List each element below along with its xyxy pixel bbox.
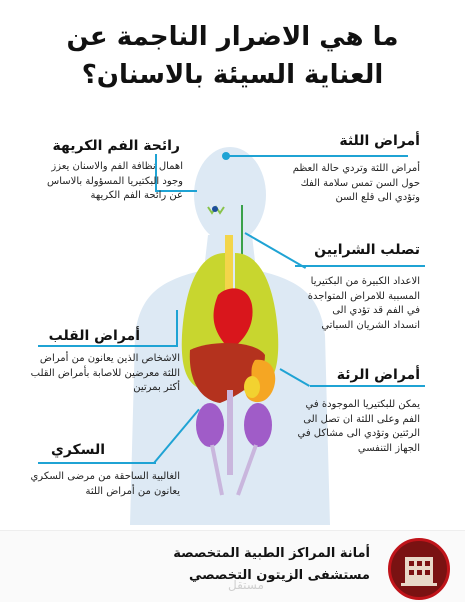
connector-gum [228,155,408,157]
diabetes-heading: السكري [51,442,105,458]
heart-disease-line-3: أكثر بمرتين [133,382,180,393]
diabetes-description: الغالبية الساحقة من مرضى السكري يعانون م… [5,470,180,499]
diabetes-line-1: الغالبية الساحقة من مرضى السكري [30,471,180,482]
organization-name: أمانة المراكز الطبية المتخصصة [173,546,370,561]
left-kidney-shape [196,403,224,447]
hospital-building-icon [401,557,437,586]
bad-breath-line-1: اهمال نظافة الفم والاسنان يعزز [51,161,183,172]
connector-diabetes [38,462,156,464]
infographic-title: ما هي الاضرار الناجمة عن العناية السيئة … [30,18,435,94]
head-shape [194,147,266,243]
atherosclerosis-line-2: المسببة للامراض المتواجدة [307,290,420,302]
bad-breath-line-3: عن رائحة الفم الكريهة [90,190,183,201]
atherosclerosis-heading: تصلب الشرايين [314,242,420,258]
gum-disease-heading: أمراض اللثة [339,133,420,149]
connector-gum-dot [222,152,230,160]
trachea-shape [225,235,233,310]
human-body-illustration [130,147,330,525]
heart-shape [213,288,253,350]
hospital-logo [388,538,450,600]
atherosclerosis-description: الاعداد الكبيرة من البكتيريا المسببة للا… [260,275,420,333]
ureter-left [210,444,224,496]
atherosclerosis-line-4: انسداد الشريان السباتي [321,319,420,331]
ureter-right [236,444,258,496]
hospital-name: مستشفى الزيتون التخصصي [188,568,370,583]
gum-disease-description: أمراض اللثة وتردي حالة العظم حول السن تم… [260,162,420,206]
atherosclerosis-line-3: في الفم قد تؤدي الى [332,305,420,316]
connector-artery [295,265,425,267]
footer-bar [0,530,465,602]
connector-lung [310,385,425,387]
connector-bad-breath-h [155,190,197,192]
diabetes-line-2: يعانون من أمراض اللثة [85,485,181,497]
atherosclerosis-line-1: الاعداد الكبيرة من البكتيريا [310,276,420,287]
watermark-text: مستقل [228,578,264,592]
lung-disease-line-4: الجهاز التنفسي [357,442,420,454]
heart-disease-heading: أمراض القلب [48,328,140,344]
gum-disease-line-1: أمراض اللثة وتردي حالة العظم [292,163,420,174]
lung-disease-description: يمكن للبكتيريا الموجودة في الفم وعلى الل… [260,398,420,456]
title-line-1: ما هي الاضرار الناجمة عن [66,22,399,52]
title-line-2: العناية السيئة بالاسنان؟ [81,60,384,90]
heart-disease-description: الاشخاص الذين يعانون من أمراض اللثة معرض… [5,352,180,396]
gum-disease-line-3: وتؤدي الى قلع السن [335,192,420,203]
right-kidney-shape [244,403,272,447]
bad-breath-line-2: وجود البكتيريا المسؤولة بالاساس [46,175,183,187]
connector-bad-breath [155,154,157,192]
gallbladder-shape [244,376,260,398]
lung-disease-line-3: الرئتين وتؤدي الى مشاكل في [297,428,420,439]
heart-disease-line-1: الاشخاص الذين يعانون من أمراض [39,353,180,364]
tooth-icon [212,206,218,212]
lung-disease-heading: أمراض الرئة [336,367,420,383]
bad-breath-description: اهمال نظافة الفم والاسنان يعزز وجود البك… [8,160,183,204]
heart-disease-line-2: اللثة معرضين للاصابة بأمراض القلب [30,367,180,379]
connector-heart [38,345,178,347]
lung-disease-line-1: يمكن للبكتيريا الموجودة في [305,399,420,410]
lung-disease-line-2: الفم وعلى اللثة ان تصل الى [303,413,420,425]
connector-heart-v [176,310,178,346]
bad-breath-heading: رائحة الفم الكريهة [52,138,180,154]
gum-disease-line-2: حول السن تمس سلامة الفك [300,177,420,189]
